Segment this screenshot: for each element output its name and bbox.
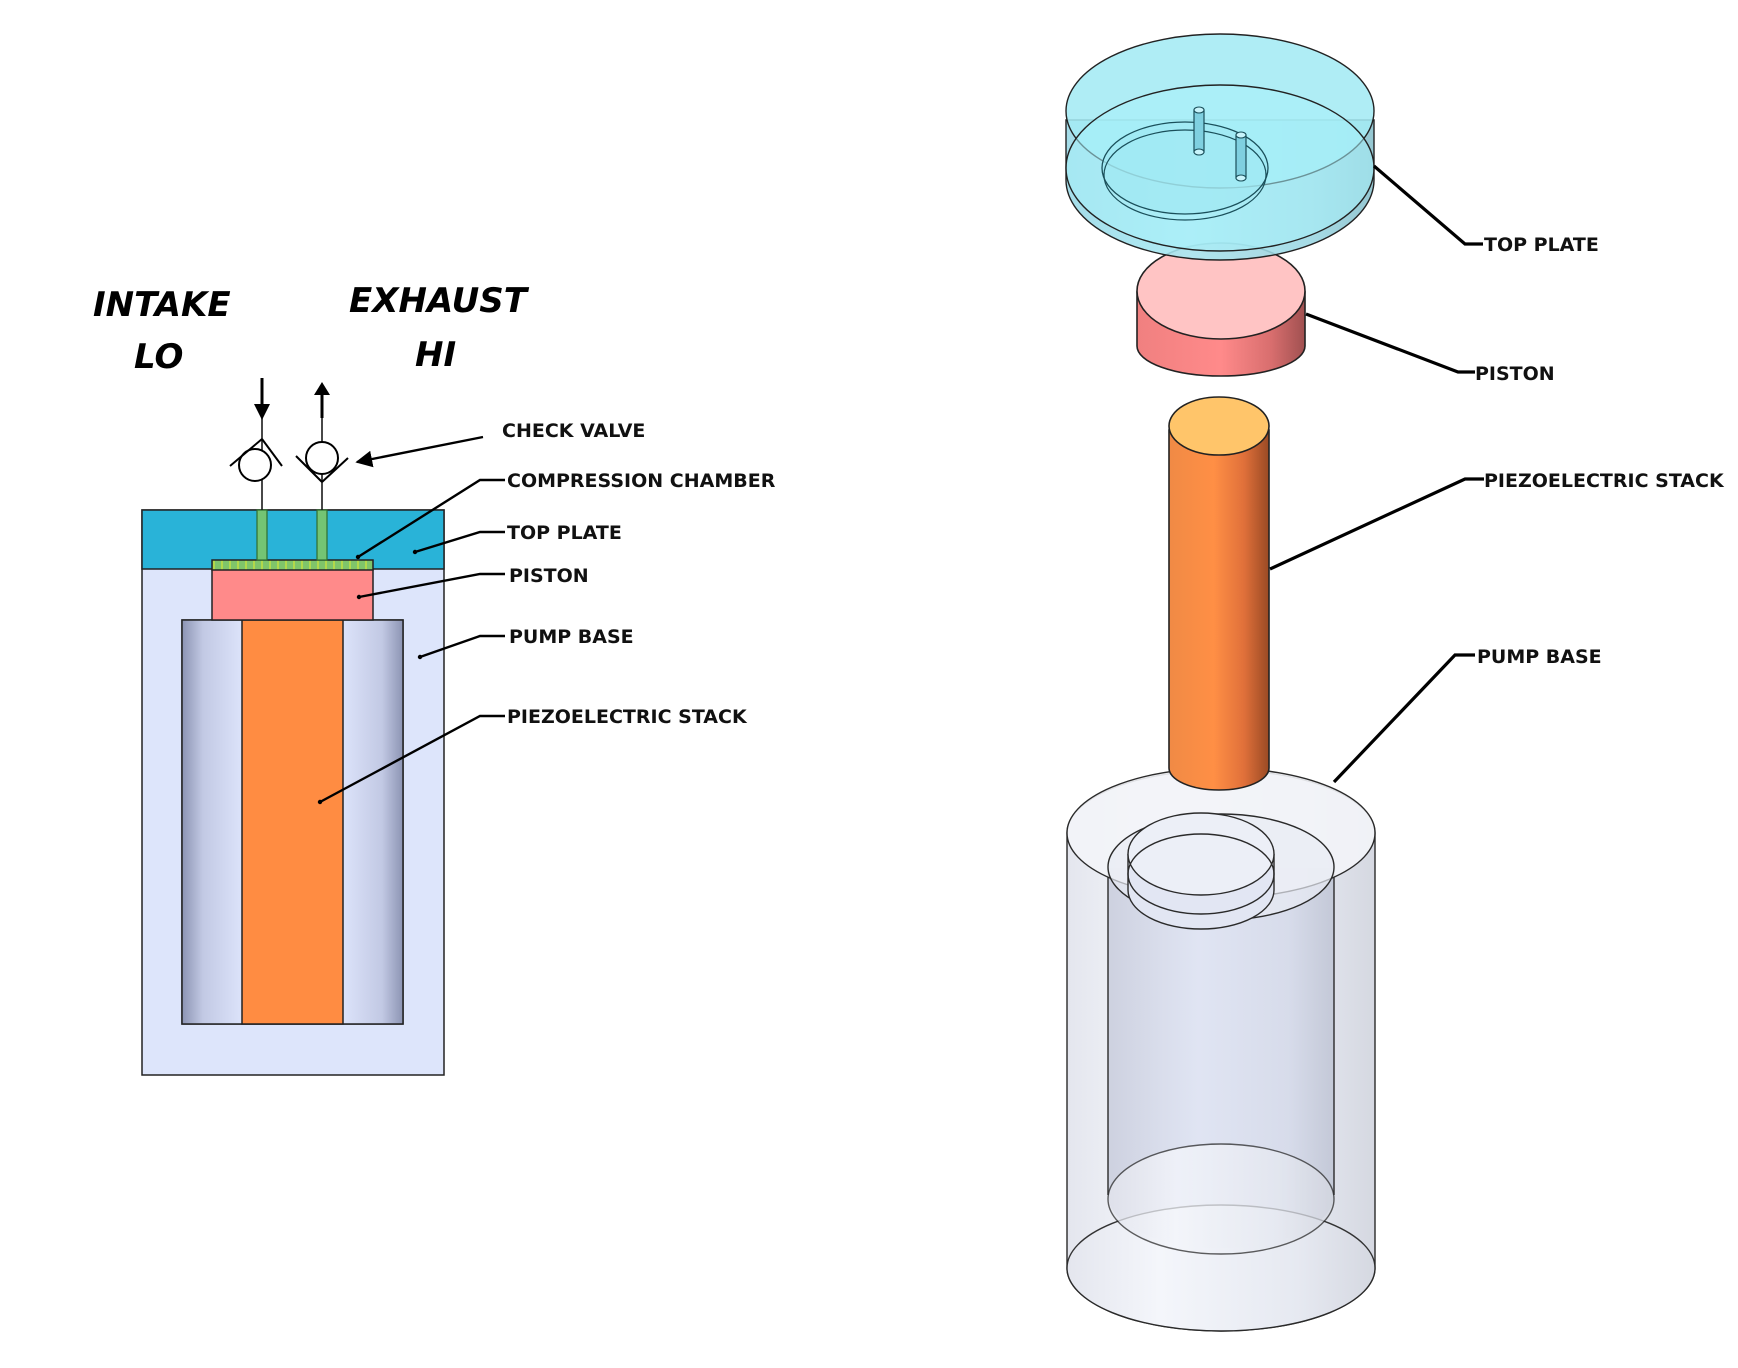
top-plate-3d-label: TOP PLATE — [1484, 234, 1599, 256]
intake-port — [256, 509, 268, 561]
piston-section — [211, 568, 374, 621]
piezoelectric-stack-leader — [319, 714, 505, 804]
exhaust-header: EXHAUST — [349, 281, 530, 321]
cavity-shading-left — [182, 620, 242, 1024]
top-plate-leader — [414, 530, 505, 554]
piston-3d-leader — [1305, 312, 1475, 374]
piezoelectric-stack-section — [241, 619, 344, 1025]
piezoelectric-stack-3d — [1168, 396, 1270, 791]
check-valve-label: CHECK VALVE — [502, 420, 645, 442]
top-plate-section — [141, 509, 445, 570]
check-valve-leader — [355, 435, 484, 468]
piston-label: PISTON — [509, 565, 589, 587]
piezoelectric-stack-3d-label: PIEZOELECTRIC STACK — [1484, 470, 1725, 492]
exploded-view: TOP PLATE PISTON PIEZOELECTRIC STACK PUM… — [1065, 33, 1725, 1332]
intake-check-valve-icon — [229, 378, 283, 510]
pump-base-3d-label: PUMP BASE — [1477, 646, 1602, 668]
piezoelectric-stack-3d-leader — [1269, 477, 1484, 571]
pump-base-label: PUMP BASE — [509, 626, 634, 648]
pump-base-3d — [1066, 767, 1376, 1332]
compression-chamber-label: COMPRESSION CHAMBER — [507, 470, 776, 492]
exhaust-pressure-label: HI — [415, 335, 456, 375]
intake-pressure-label: LO — [134, 337, 183, 377]
section-view: INTAKE LO EXHAUST HI — [93, 281, 776, 1076]
piston-3d-label: PISTON — [1475, 363, 1555, 385]
cavity-shading-right — [343, 620, 403, 1024]
compression-chamber — [211, 559, 374, 571]
piston-3d — [1136, 242, 1306, 377]
piston-leader — [358, 572, 505, 599]
top-plate-port-tubes — [1193, 106, 1247, 182]
top-plate-label: TOP PLATE — [507, 522, 622, 544]
compression-chamber-leader — [357, 478, 505, 559]
intake-header: INTAKE — [93, 285, 231, 325]
pump-base-leader — [419, 634, 505, 659]
pump-base-3d-leader — [1332, 653, 1475, 784]
top-plate-3d — [1065, 33, 1375, 261]
piezoelectric-stack-label: PIEZOELECTRIC STACK — [507, 706, 748, 728]
exhaust-check-valve-icon — [295, 382, 349, 510]
top-plate-3d-leader — [1372, 164, 1483, 246]
exhaust-port — [316, 509, 328, 561]
